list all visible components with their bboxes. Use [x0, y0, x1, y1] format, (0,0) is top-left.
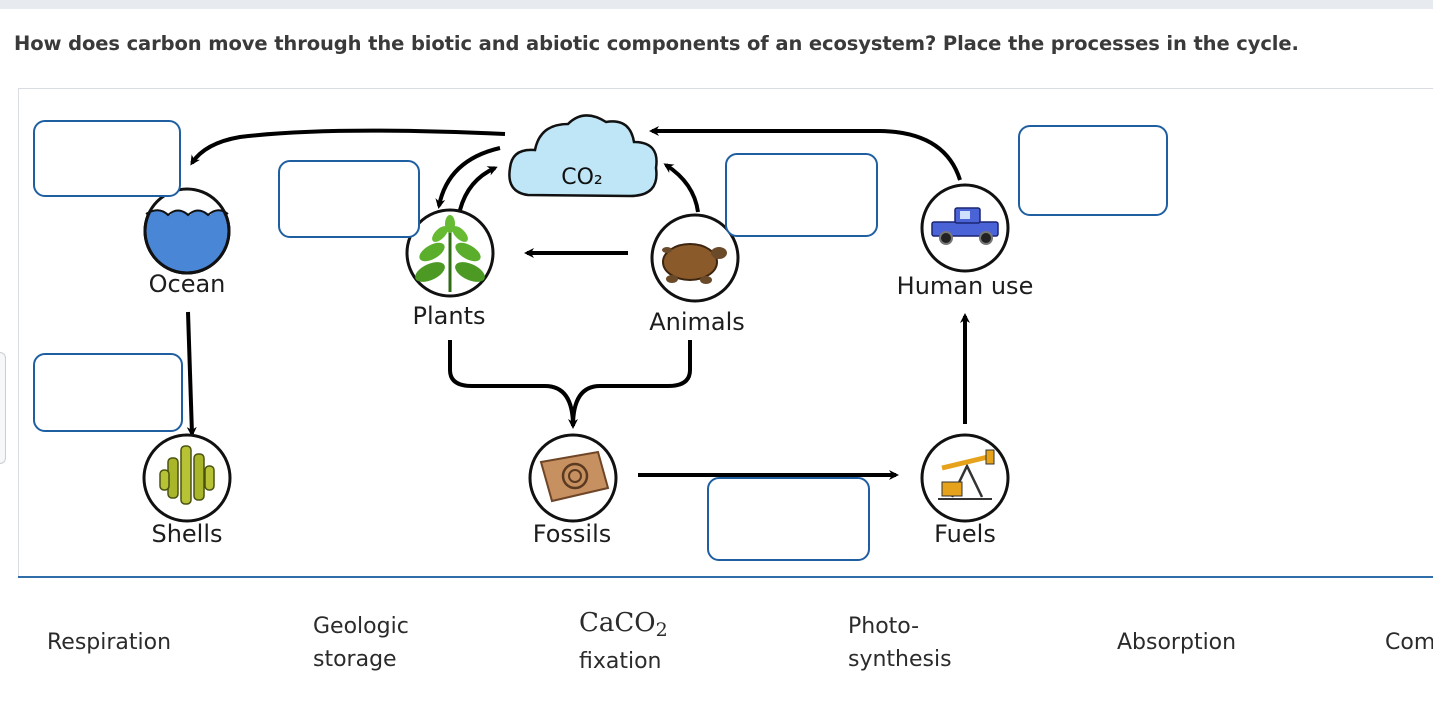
- co2-cloud: [508, 114, 658, 198]
- bank-item-respiration-label: Respiration: [47, 630, 172, 655]
- bank-item-respiration[interactable]: Respiration: [47, 626, 171, 659]
- caco2-base: CaCO: [579, 608, 656, 638]
- drop-zone-ocean-to-shells[interactable]: [33, 353, 183, 432]
- caco2-subscript: 2: [655, 619, 668, 641]
- drop-zone-co2-to-ocean[interactable]: [33, 120, 181, 197]
- bank-item-caco2-fixation[interactable]: CaCO2 fixation: [579, 608, 668, 678]
- bank-item-absorption-label: Absorption: [1117, 630, 1237, 655]
- bank-item-photosynthesis[interactable]: Photo- synthesis: [848, 610, 952, 676]
- bank-item-geologic-storage[interactable]: Geologic storage: [313, 610, 409, 676]
- bank-item-caco2-line2: fixation: [579, 649, 662, 674]
- bank-item-photo-line1: Photo-: [848, 614, 920, 639]
- drop-zone-human-to-co2[interactable]: [1018, 125, 1168, 216]
- node-label-plants: Plants: [412, 302, 486, 330]
- bank-item-caco2-formula: CaCO2: [579, 608, 668, 645]
- arrow-plants-animals-to-fossils: [448, 340, 692, 426]
- co2-label: CO₂: [561, 165, 603, 190]
- truck-icon: [920, 183, 1010, 273]
- ocean-icon: [143, 185, 231, 275]
- bank-item-geologic-line1: Geologic: [313, 614, 409, 639]
- bank-item-combustion[interactable]: Com: [1385, 626, 1433, 659]
- node-label-fuels: Fuels: [934, 520, 996, 548]
- diagram-panel: [18, 88, 1433, 576]
- node-label-animals: Animals: [649, 308, 745, 336]
- fossil-icon: [528, 433, 618, 523]
- top-strip: [0, 0, 1433, 9]
- arrow-co2-to-ocean: [190, 128, 506, 166]
- answer-bank-divider: [18, 576, 1433, 578]
- arrow-co2-to-plants: [435, 146, 501, 209]
- arrows: [186, 126, 970, 480]
- node-label-human-use: Human use: [896, 272, 1034, 300]
- arrow-animals-to-co2: [663, 163, 700, 213]
- turtle-icon: [650, 213, 740, 303]
- drop-zone-co2-plants[interactable]: [278, 160, 420, 238]
- drop-zone-fossils-to-fuels[interactable]: [707, 477, 870, 561]
- bank-item-combustion-label: Com: [1385, 630, 1433, 655]
- node-label-fossils: Fossils: [532, 520, 612, 548]
- arrow-plants-to-co2: [458, 166, 498, 211]
- arrow-ocean-to-shells: [186, 311, 197, 437]
- bank-item-geologic-line2: storage: [313, 647, 397, 672]
- node-label-shells: Shells: [151, 520, 223, 548]
- drop-zone-animals-to-co2[interactable]: [725, 153, 878, 237]
- bank-item-absorption[interactable]: Absorption: [1117, 626, 1236, 659]
- pump-jack-icon: [920, 433, 1010, 523]
- question-text: How does carbon move through the biotic …: [14, 32, 1299, 55]
- node-label-ocean: Ocean: [148, 270, 226, 298]
- plant-icon: [405, 208, 495, 298]
- arrow-human-to-co2: [649, 126, 962, 181]
- coral-icon: [142, 433, 232, 523]
- bank-item-photo-line2: synthesis: [848, 647, 952, 672]
